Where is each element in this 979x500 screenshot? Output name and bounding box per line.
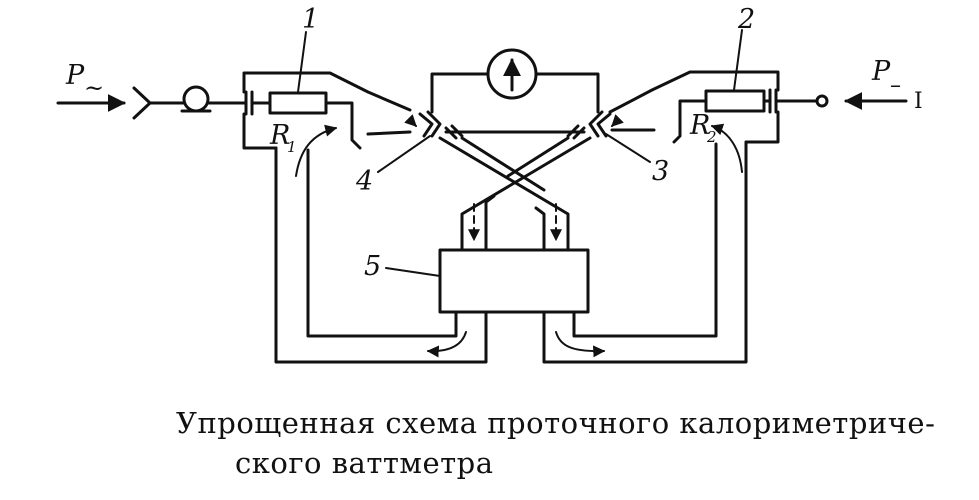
r1-lead-right xyxy=(324,101,362,150)
duct-cross-b-inner-bottom xyxy=(484,194,496,252)
left-inner-duct xyxy=(306,148,458,338)
right-inner-duct xyxy=(572,142,718,338)
left-housing-top xyxy=(242,71,412,112)
right-inlet-flow-arrow xyxy=(710,123,743,173)
left-inlet-flow-arrow xyxy=(295,124,338,177)
label-1: 1 xyxy=(302,4,319,35)
label-r2-sub: 2 xyxy=(706,128,717,146)
label-p-ac: P xyxy=(65,60,85,91)
input-dc-group: P – I xyxy=(768,56,923,114)
right-load-block: 2 R 2 xyxy=(608,4,780,173)
left-outlet-flow-arrow xyxy=(426,331,467,358)
leader-5 xyxy=(385,267,441,277)
leader-3 xyxy=(605,133,651,163)
duct-cross-a-outer xyxy=(438,136,570,252)
crossing-ducts xyxy=(438,136,592,252)
label-r1: R xyxy=(269,120,290,151)
input-ac-group: P ~ xyxy=(56,60,254,120)
left-housing-bottom xyxy=(242,112,278,150)
resistor-r2 xyxy=(704,89,766,113)
label-4: 4 xyxy=(355,166,373,197)
label-p-dc: P xyxy=(871,56,891,87)
right-outlet-flow-arrow xyxy=(555,331,606,358)
right-housing-bottom xyxy=(744,110,780,144)
label-r2: R xyxy=(689,110,710,141)
right-housing-top xyxy=(608,70,780,114)
coupler-ring-icon xyxy=(182,85,210,113)
leader-1 xyxy=(297,31,307,93)
label-dc-mark: I xyxy=(914,89,923,114)
galvanometer-icon xyxy=(486,48,538,100)
thermojunction-4 xyxy=(418,110,464,140)
duct-cross-a-inner-top xyxy=(460,136,546,192)
caption-line-2: ского ваттметра xyxy=(235,446,494,480)
label-p-ac-sub: ~ xyxy=(84,74,104,102)
caption-line-1: Упрощенная схема проточного калориметрич… xyxy=(176,406,936,440)
label-2: 2 xyxy=(737,4,755,35)
antenna-connector-icon xyxy=(132,86,152,120)
duct-cross-b-outer xyxy=(460,136,592,252)
thermojunction-3 xyxy=(566,110,612,140)
meter-bridge: 4 3 xyxy=(355,48,669,197)
leader-2 xyxy=(733,29,743,91)
block-5: 5 xyxy=(364,248,590,314)
label-p-dc-sub: – xyxy=(890,73,901,98)
meter-wire-left xyxy=(430,72,490,114)
left-flow-into-junction xyxy=(404,114,417,127)
meter-wire-right xyxy=(534,72,600,114)
label-5: 5 xyxy=(364,251,381,282)
resistor-r1 xyxy=(268,91,328,115)
duct-cross-b-inner-top xyxy=(506,136,570,178)
duct-cross-a-inner-bottom xyxy=(534,206,546,252)
leader-4 xyxy=(377,135,431,173)
right-flow-into-junction xyxy=(611,114,624,127)
label-r1-sub: 1 xyxy=(287,138,297,156)
r2-lead-left xyxy=(672,99,708,144)
left-duct-upper-inner xyxy=(366,130,412,136)
left-load-block: 1 R 1 xyxy=(242,4,412,177)
label-3: 3 xyxy=(652,156,669,187)
mixing-chamber xyxy=(438,248,590,314)
